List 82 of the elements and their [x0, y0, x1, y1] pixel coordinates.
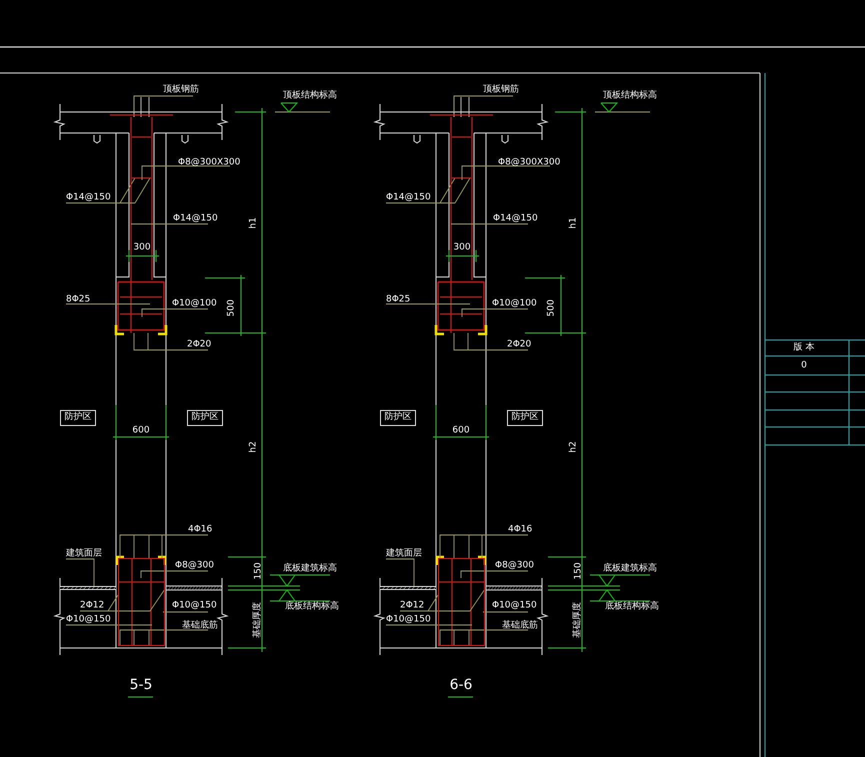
floor-finish-layer	[60, 586, 116, 590]
dimension-text: 150	[254, 562, 264, 580]
leader-line	[142, 166, 230, 180]
leader-line	[386, 558, 414, 586]
callout-label: 基础底筋	[502, 620, 538, 632]
leader-line	[462, 308, 528, 318]
callout-label: Φ8@300X300	[178, 158, 240, 168]
leader-line	[440, 534, 528, 558]
dimension-text: 600	[132, 426, 150, 436]
leader-line	[120, 630, 208, 646]
leader-line	[460, 570, 528, 578]
leader-line	[386, 202, 456, 204]
callout-label: Φ8@300	[495, 560, 534, 572]
dimension-text: h2	[248, 441, 260, 453]
callout-label: 2Φ20	[507, 340, 532, 350]
leader-line	[66, 624, 152, 626]
section-title: 5-5	[130, 677, 152, 693]
dimension-text: 300	[453, 242, 471, 254]
callout-label: Φ10@150	[66, 614, 111, 626]
dimension-text: 基础厚度	[572, 602, 584, 638]
elevation-label: 底板建筑标高	[283, 564, 337, 574]
callout-label: 4Φ16	[188, 524, 212, 536]
callout-label: 8Φ25	[66, 294, 90, 306]
leader-line	[66, 202, 136, 204]
table-cell-text: 0	[801, 360, 807, 372]
callout-label: Φ8@300	[175, 560, 214, 572]
dimension-text: 150	[574, 562, 584, 580]
rebar-cage	[118, 558, 165, 646]
callout-label: Φ14@150	[66, 192, 111, 204]
callout-label: 建筑面层	[66, 548, 102, 560]
leader-line	[454, 96, 514, 112]
callout-label: Φ14@150	[386, 192, 431, 204]
callout-label: 8Φ25	[386, 294, 410, 306]
zone-label-box: 防护区	[60, 410, 96, 426]
elevation-label: 顶板结构标高	[283, 90, 337, 102]
callout-label: 2Φ20	[187, 340, 212, 350]
dimension-text: 600	[452, 426, 470, 436]
callout-label: 基础底筋	[182, 620, 218, 632]
leader-line	[134, 332, 208, 350]
callout-label: Φ10@150	[492, 600, 537, 612]
elevation-label: 底板结构标高	[285, 602, 339, 612]
callout-label: Φ10@100	[172, 298, 217, 310]
leader-line	[140, 570, 208, 578]
callout-label: Φ8@300X300	[498, 158, 560, 168]
dimension-text: 500	[226, 299, 238, 317]
rebar-cage	[438, 558, 485, 646]
table-cell-text: 版 本	[794, 342, 814, 354]
dimension-text: 300	[133, 242, 151, 254]
leader-line	[120, 534, 208, 558]
elevation-label: 底板建筑标高	[603, 564, 657, 574]
leader-line	[400, 588, 486, 612]
callout-label: Φ10@150	[172, 600, 217, 612]
elevation-label: 底板结构标高	[605, 602, 659, 612]
dimension-text: h1	[248, 217, 260, 229]
callout-label: 顶板钢筋	[483, 84, 519, 96]
dimension-text: 基础厚度	[252, 602, 264, 638]
callout-label: Φ10@100	[492, 298, 537, 310]
leader-line	[80, 588, 166, 612]
callout-label: 顶板钢筋	[163, 84, 199, 96]
callout-label: 2Φ12	[400, 600, 424, 612]
callout-label: Φ10@150	[386, 614, 431, 626]
leader-line	[66, 558, 94, 586]
floor-finish-layer	[380, 586, 436, 590]
zone-label-box: 防护区	[380, 410, 416, 426]
leader-line	[134, 96, 194, 112]
section-title: 6-6	[450, 677, 472, 693]
dimension-text: 500	[546, 299, 558, 317]
callout-label: 建筑面层	[386, 548, 422, 560]
callout-label: 2Φ12	[80, 600, 104, 612]
leader-line	[454, 332, 528, 350]
callout-label: 4Φ16	[508, 524, 532, 536]
zone-label-box: 防护区	[187, 410, 223, 426]
callout-label: Φ14@150	[173, 214, 218, 224]
zone-label-box: 防护区	[507, 410, 543, 426]
leader-line	[142, 308, 208, 318]
callout-label: Φ14@150	[493, 214, 538, 224]
dimension-text: h2	[568, 441, 580, 453]
leader-line	[462, 166, 550, 180]
leader-line	[440, 630, 528, 646]
dimension-text: h1	[568, 217, 580, 229]
elevation-label: 顶板结构标高	[603, 90, 657, 102]
leader-line	[386, 624, 472, 626]
